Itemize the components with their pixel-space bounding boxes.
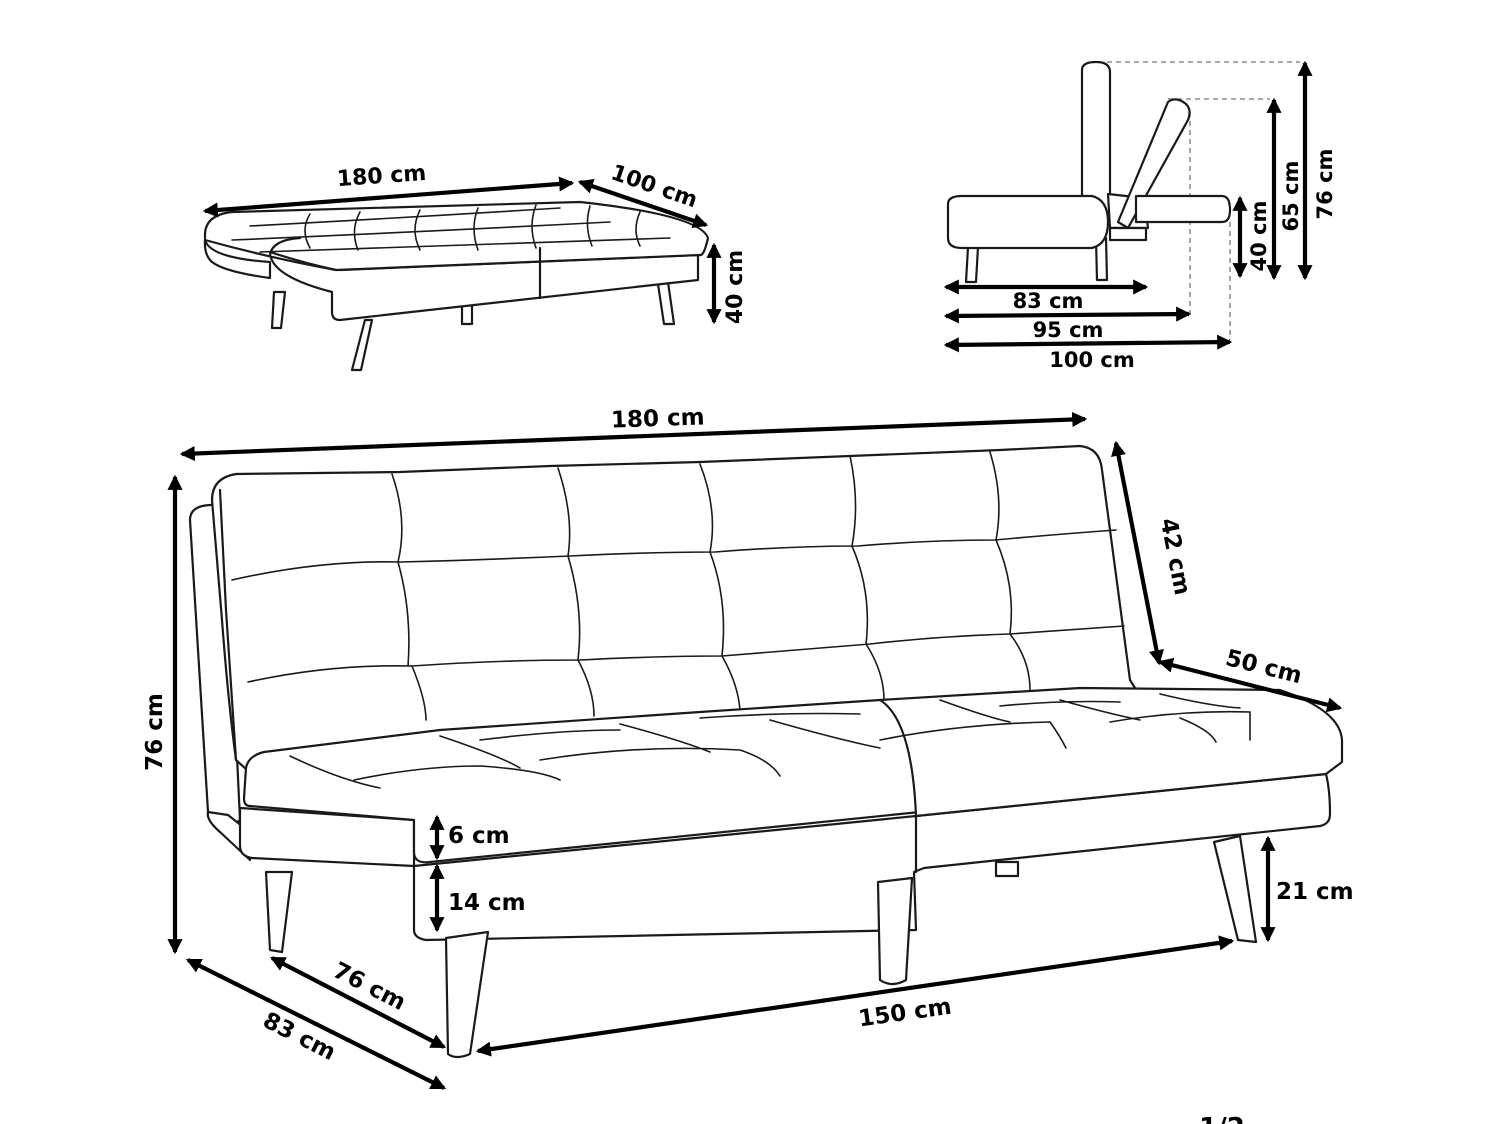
profile-depth-95-arrow (943, 306, 1192, 324)
seat-depth-arrow (1157, 657, 1343, 713)
leg-height-label: 21 cm (1276, 879, 1354, 905)
side-profile-view: 83 cm 95 cm 100 cm 40 cm 65 cm 76 cm (943, 60, 1337, 372)
profile-depth-83-label: 83 cm (1013, 289, 1084, 313)
profile-total-height-label: 76 cm (1313, 149, 1337, 220)
sofa-width-arrow (179, 411, 1088, 462)
profile-depth-100-label: 100 cm (1049, 348, 1134, 372)
cushion-thickness-label: 6 cm (448, 823, 510, 849)
bed-mode-view: 180 cm 100 cm 40 cm (202, 160, 748, 372)
profile-seat-height-label: 40 cm (1247, 201, 1271, 272)
page-mark: 1/2 (1199, 1113, 1245, 1124)
sofa-width-label: 180 cm (611, 404, 705, 433)
bed-width-label: 180 cm (336, 161, 427, 192)
leg-span-label: 150 cm (857, 994, 953, 1033)
sofa-height-label: 76 cm (142, 693, 168, 771)
bed-drawing (203, 200, 710, 372)
leg-span-arrow (475, 935, 1235, 1057)
bed-width-arrow (202, 176, 575, 218)
frame-height-label: 14 cm (448, 890, 526, 916)
profile-depth-95-label: 95 cm (1033, 318, 1104, 342)
profile-depth-100-arrow (943, 334, 1233, 353)
backrest-height-arrow (1111, 440, 1164, 666)
total-depth-arrow (185, 958, 447, 1090)
sofa-mode-view: 180 cm 76 cm 42 cm 50 cm 6 cm 14 cm 21 c… (142, 404, 1354, 1090)
sofa-drawing (188, 444, 1344, 1059)
bed-depth-arrow (577, 178, 709, 229)
backrest-height-label: 42 cm (1155, 516, 1195, 597)
profile-recline-height-label: 65 cm (1279, 161, 1303, 232)
bed-height-label: 40 cm (723, 250, 748, 324)
